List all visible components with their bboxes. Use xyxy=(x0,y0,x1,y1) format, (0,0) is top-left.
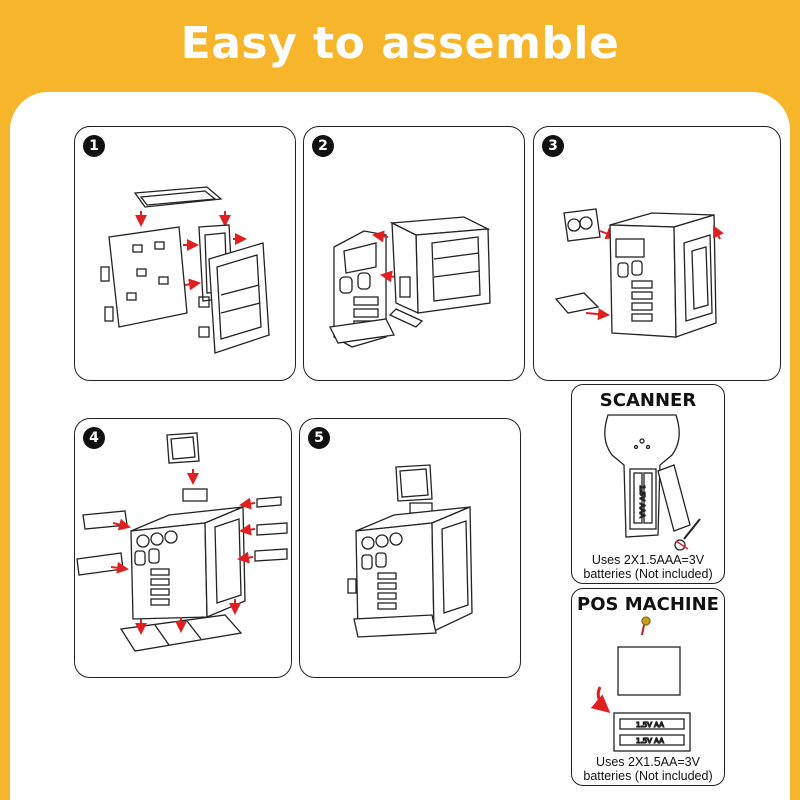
arrow-right-s3b xyxy=(585,308,610,321)
pos-illustration: 1.5V AA 1.5V AA xyxy=(590,616,691,752)
scanner-battery-label: 1.5V AAA xyxy=(638,485,646,518)
step-1-illustration xyxy=(100,186,270,354)
scanner-caption-2: batteries (Not included) xyxy=(583,567,713,581)
scanner-panel: SCANNER 1.5V AAA Uses 2X1.5AAA=3V batter… xyxy=(571,384,725,584)
step-4-number: 4 xyxy=(83,427,105,449)
step-3-illustration xyxy=(554,208,724,338)
pos-title: POS MACHINE xyxy=(577,594,719,615)
step-4-illustration xyxy=(76,432,288,652)
arrow-left-s4c xyxy=(237,551,254,564)
step-2-panel: 2 xyxy=(303,126,525,381)
pos-machine-panel: POS MACHINE 1.5V AA 1.5V AA Uses 2X1.5AA… xyxy=(571,588,725,786)
pos-caption-1: Uses 2X1.5AA=3V xyxy=(596,755,700,769)
step-5-panel: 5 xyxy=(299,418,521,678)
arrow-left-1 xyxy=(372,230,389,243)
step-3-panel: 3 xyxy=(533,126,781,381)
arrow-right-s4a xyxy=(112,518,131,531)
page-title: Easy to assemble xyxy=(180,18,620,69)
scanner-illustration: 1.5V AAA xyxy=(604,414,701,551)
step-3-number: 3 xyxy=(542,135,564,157)
arrow-left-2 xyxy=(380,270,397,283)
step-4-panel: 4 xyxy=(74,418,292,678)
step-2-number: 2 xyxy=(312,135,334,157)
step-1-panel: 1 xyxy=(74,126,296,381)
step-1-number: 1 xyxy=(83,135,105,157)
scanner-caption-1: Uses 2X1.5AAA=3V xyxy=(591,553,705,567)
arrow-right-s4b xyxy=(110,561,129,574)
step-2-illustration xyxy=(329,216,491,348)
arrow-right-2 xyxy=(184,278,201,291)
pos-battery-label-1: 1.5V AA xyxy=(636,721,664,729)
scanner-title: SCANNER xyxy=(599,390,697,411)
step-5-illustration xyxy=(347,464,473,638)
arrow-left-s4a xyxy=(239,497,256,510)
arrow-up-s3 xyxy=(713,225,724,240)
pos-caption-2: batteries (Not included) xyxy=(583,769,713,783)
pos-battery-label-2: 1.5V AA xyxy=(636,737,664,745)
step-5-number: 5 xyxy=(308,427,330,449)
arrow-left-s4b xyxy=(239,523,256,536)
